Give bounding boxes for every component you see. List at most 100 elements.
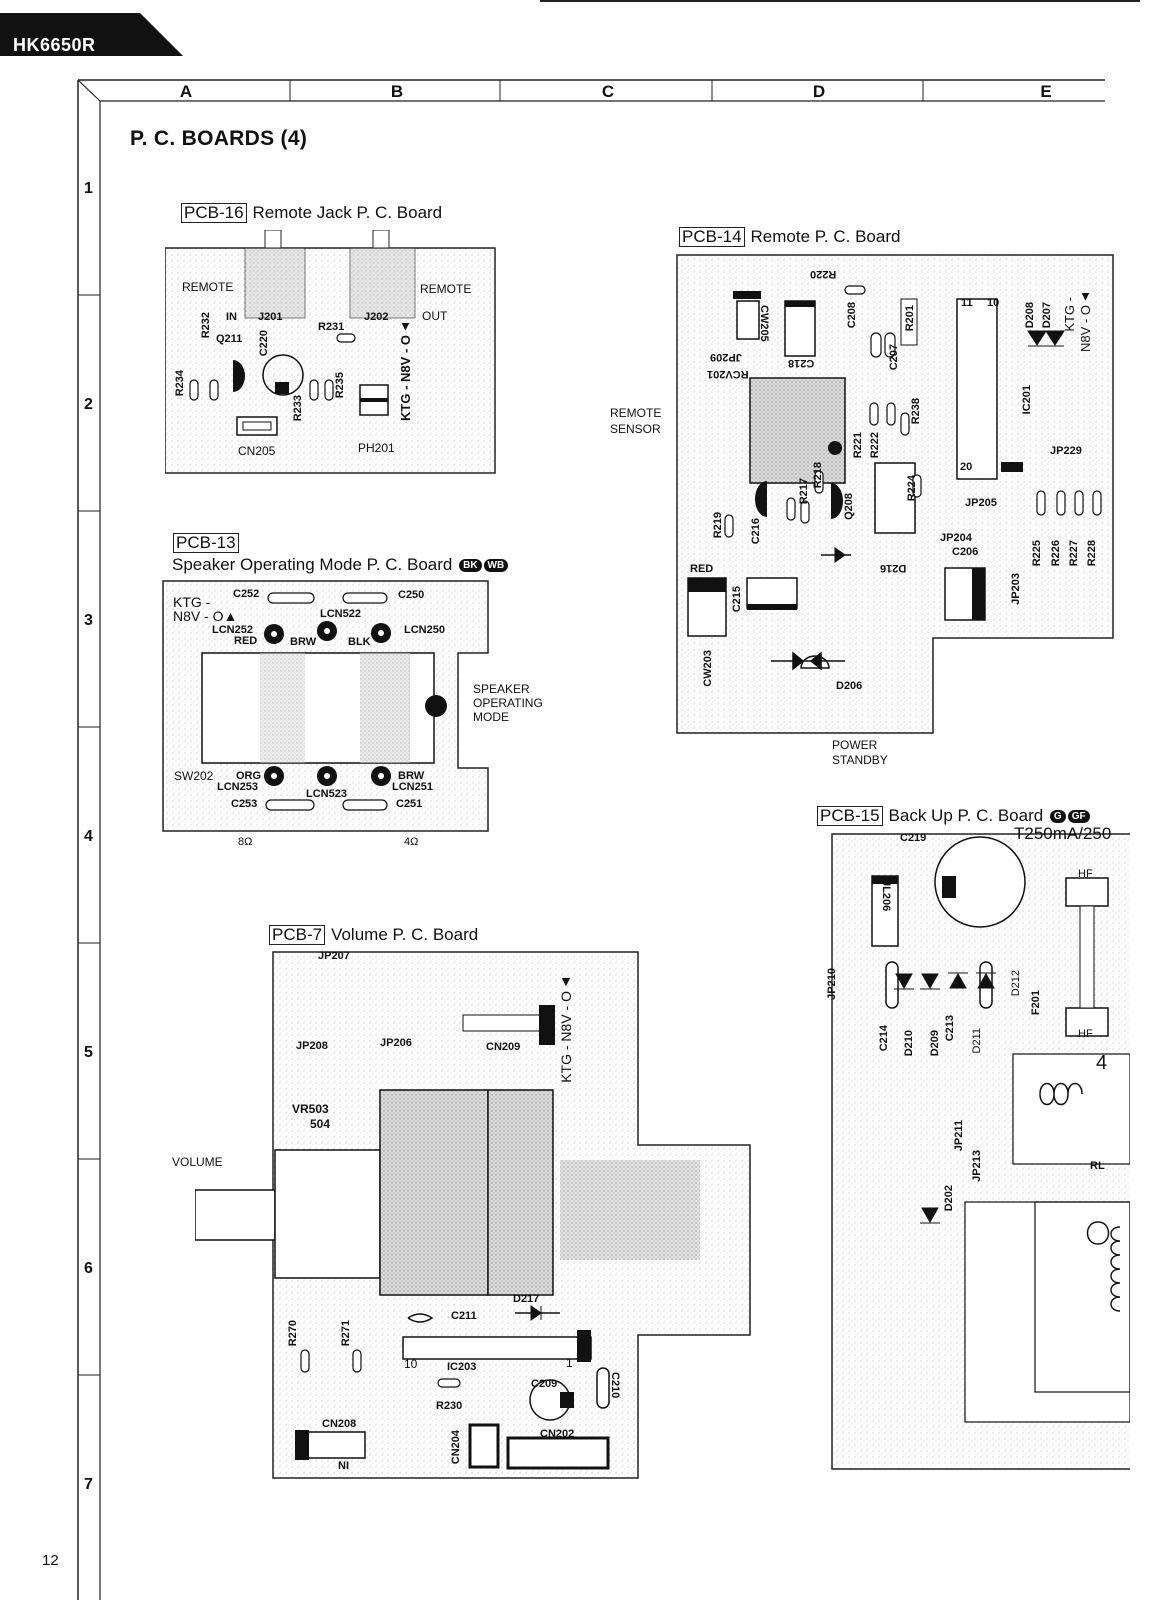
model-tab: HK6650R (0, 13, 185, 56)
pcb14-c208: C208 (846, 302, 858, 329)
model-label: HK6650R (13, 35, 96, 55)
pcb15-rl: RL (1090, 1160, 1105, 1172)
pcb7-vr503: VR503 (292, 1102, 329, 1116)
pcb15-board (831, 833, 1130, 1470)
pcb16-c220: C220 (258, 330, 270, 357)
column-label-e: E (1040, 82, 1052, 101)
pcb7-jp207: JP207 (318, 950, 350, 962)
pcb7-jp206: JP206 (380, 1037, 412, 1049)
pcb13-heading-tag-row: PCB-13 (173, 533, 245, 553)
pcb7-c209: C209 (531, 1378, 558, 1390)
pcb15-hf-1: HF (1078, 868, 1093, 880)
pcb14-d216: D216 (880, 562, 907, 574)
pcb15-jp213: JP213 (971, 1150, 983, 1182)
pcb13-red: RED (234, 635, 258, 647)
pcb16-r235: R235 (334, 372, 346, 399)
pcb7-ktg-code: KTG - N8V - O▲ (558, 975, 574, 1083)
column-label-c: C (601, 82, 615, 101)
pcb14-jp209: JP209 (710, 351, 742, 363)
pcb14-power-standby-1: POWER (832, 738, 878, 752)
pcb14-pin-11: 11 (961, 297, 973, 309)
pcb14-c218: C218 (788, 357, 815, 369)
pcb7-jp208: JP208 (296, 1040, 328, 1052)
pcb15-d211: D211 (971, 1028, 983, 1054)
pcb15-c219: C219 (900, 832, 927, 844)
pcb14-tag: PCB-14 (679, 227, 745, 247)
pcb14-jp204: JP204 (940, 532, 972, 544)
pcb14-r228: R228 (1086, 540, 1098, 567)
pcb15-name: Back Up P. C. Board (888, 806, 1044, 825)
pcb15-jl206: JL206 (880, 880, 892, 912)
pcb16-remote-out-label: REMOTE (420, 282, 472, 296)
pcb14-red: RED (690, 563, 714, 575)
pcb7-cn208: CN208 (322, 1418, 357, 1430)
pcb14-heading: PCB-14 Remote P. C. Board (679, 227, 900, 247)
pcb15-f201: F201 (1030, 990, 1042, 1016)
pcb14-r219: R219 (712, 512, 724, 539)
row-label-7: 7 (84, 1476, 93, 1493)
pcb15-c213: C213 (944, 1015, 956, 1042)
pcb13-lcn250: LCN250 (404, 624, 445, 636)
pcb14-jp203: JP203 (1010, 573, 1022, 605)
pcb13-lcn251: LCN251 (392, 781, 433, 793)
pcb13-ktg2: N8V - O▲ (173, 608, 238, 624)
pcb13-speaker-mode-3: MODE (473, 710, 509, 724)
pcb14-c206: C206 (952, 546, 979, 558)
pcb7-ni: NI (338, 1460, 349, 1472)
pcb13-lcn522: LCN522 (320, 608, 361, 620)
pcb15-jp211: JP211 (953, 1120, 965, 1152)
pcb15-d209: D209 (929, 1030, 941, 1057)
pcb16-heading: PCB-16 Remote Jack P. C. Board (181, 203, 442, 223)
pcb16-r231: R231 (318, 321, 345, 333)
pcb14-pin-10: 10 (987, 297, 1000, 309)
pcb7-ic203: IC203 (447, 1361, 477, 1373)
pcb16-tag: PCB-16 (181, 203, 247, 223)
pcb14-q208: Q208 (843, 493, 855, 520)
pcb15-d210: D210 (903, 1030, 915, 1057)
pcb16-name: Remote Jack P. C. Board (252, 203, 443, 222)
pcb16-j201: J201 (258, 311, 283, 323)
pcb13-lcn252: LCN252 (212, 624, 253, 636)
pcb13-lcn253: LCN253 (217, 781, 258, 793)
pcb7-tag: PCB-7 (269, 925, 326, 945)
pcb16-ph201: PH201 (358, 441, 395, 455)
pcb16-in-label: IN (226, 311, 237, 323)
pcb15-badge-g: G (1049, 810, 1066, 824)
pcb7-d217: D217 (513, 1293, 540, 1305)
pcb13-speaker-mode-1: SPEAKER (473, 682, 530, 696)
pcb13-badge-bk: BK (459, 559, 482, 573)
pcb13-badge-wb: WB (483, 559, 509, 573)
page-number: 12 (42, 1552, 59, 1569)
pcb14-r227: R227 (1068, 540, 1080, 567)
pcb15-tag: PCB-15 (817, 806, 883, 826)
row-label-1: 1 (84, 180, 93, 197)
row-label-2: 2 (84, 396, 93, 413)
pcb16-cn205: CN205 (238, 444, 276, 458)
pcb14-r222: R222 (869, 432, 881, 459)
pcb14-cw205: CW205 (758, 305, 770, 342)
pcb14-name: Remote P. C. Board (750, 227, 901, 246)
pcb14-r221: R221 (852, 432, 864, 459)
pcb14-c207: C207 (888, 344, 900, 371)
pcb13-brw-2: BRW (398, 770, 425, 782)
pcb7-cn204: CN204 (450, 1430, 462, 1465)
pcb14-r201: R201 (904, 305, 916, 332)
pcb16-ktg-code: KTG - N8V - O▲ (398, 320, 413, 421)
pcb14-cw203: CW203 (702, 650, 714, 687)
pcb13-lcn523: LCN523 (306, 788, 347, 800)
row-label-4: 4 (84, 828, 93, 845)
top-rule (540, 0, 1140, 2)
pcb14-d207: D207 (1041, 302, 1053, 329)
pcb13-ktg1: KTG - (173, 594, 211, 610)
pcb16-r232: R232 (200, 312, 212, 339)
pcb15-d212: D212 (1010, 970, 1022, 997)
pcb13-org: ORG (236, 770, 262, 782)
pcb13-c253: C253 (231, 798, 258, 810)
pcb13-4-ohm: 4Ω (404, 836, 419, 848)
column-label-d: D (812, 82, 826, 101)
pcb13-c251: C251 (396, 798, 423, 810)
pcb7-c211: C211 (451, 1310, 477, 1322)
